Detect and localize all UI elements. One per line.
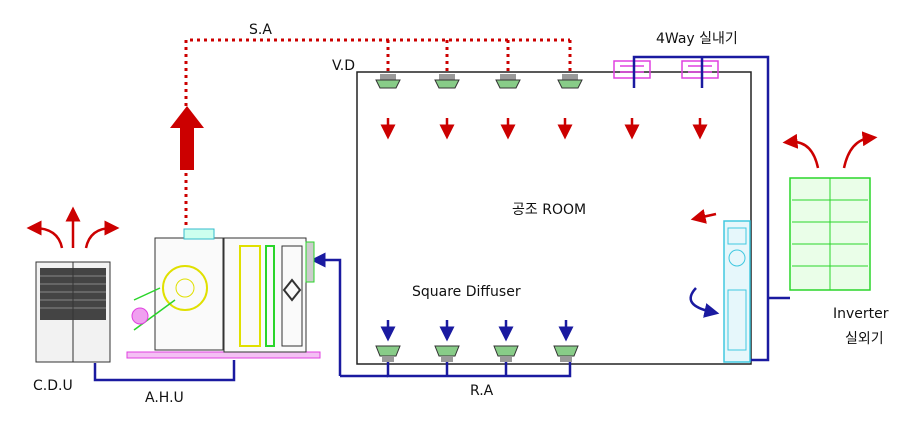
inverter-label: Inverter: [833, 306, 889, 322]
return-air-flow-arrows: [380, 320, 574, 342]
return-air-label: R.A: [470, 383, 494, 399]
volume-damper-diffusers: [375, 74, 583, 89]
square-diffuser-label: Square Diffuser: [412, 284, 521, 300]
room-label: 공조 ROOM: [512, 202, 586, 218]
return-air-duct: [93, 252, 572, 382]
cdu-exhaust-arrows: [26, 206, 120, 249]
four-way-indoor-unit-label: 4Way 실내기: [656, 31, 738, 47]
inverter-exhaust-arrows: [782, 131, 878, 169]
supply-air-up-arrow-icon: [170, 106, 204, 170]
4way-cassette-icon: [613, 60, 719, 79]
volume-damper-label: V.D: [332, 58, 355, 74]
supply-air-label: S.A: [249, 22, 272, 38]
air-conditioned-room: [356, 71, 752, 365]
wall-mounted-indoor-unit-icon: [689, 209, 751, 363]
ahu-label: A.H.U: [145, 390, 184, 406]
supply-air-flow-arrows: [380, 118, 708, 140]
condensing-unit-icon: [35, 261, 111, 363]
inverter-outdoor-label: 실외기: [845, 331, 884, 347]
supply-air-duct: [184, 38, 572, 225]
refrigerant-pipe: [632, 55, 790, 362]
air-handling-unit-icon: [126, 228, 321, 359]
square-diffuser-icon: [375, 345, 579, 362]
inverter-outdoor-unit-icon: [789, 177, 871, 291]
cdu-label: C.D.U: [33, 378, 73, 394]
